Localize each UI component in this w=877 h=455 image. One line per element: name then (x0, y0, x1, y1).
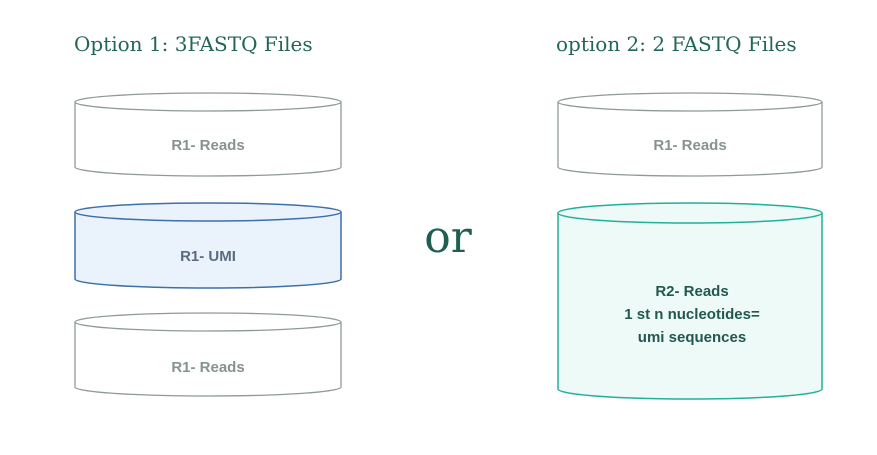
option2-file2-line1: R2- Reads (655, 283, 728, 300)
cylinder-body (557, 213, 823, 400)
cylinder-top (74, 92, 342, 112)
option2-file2-line2: 1 st n nucleotides= (624, 306, 760, 323)
option1-file1-cylinder: R1- Reads (74, 92, 342, 177)
option2-heading: option 2: 2 FASTQ Files (556, 32, 797, 56)
option1-file2-cylinder: R1- UMI (74, 202, 342, 289)
cylinder-body (557, 102, 823, 177)
cylinder-body (74, 102, 342, 177)
option2-file2-line3: umi sequences (638, 329, 746, 346)
option2-file1-label: R1- Reads (653, 137, 726, 154)
cylinder-top (557, 202, 823, 224)
option1-file1-label: R1- Reads (171, 137, 244, 154)
option2-file2-cylinder: R2- Reads 1 st n nucleotides= umi sequen… (557, 202, 823, 400)
cylinder-top (74, 312, 342, 332)
option2-file1-cylinder: R1- Reads (557, 92, 823, 177)
or-separator: or (424, 212, 472, 263)
cylinder-top (557, 92, 823, 112)
option1-heading: Option 1: 3FASTQ Files (74, 32, 313, 56)
option1-file3-label: R1- Reads (171, 359, 244, 376)
option1-file3-cylinder: R1- Reads (74, 312, 342, 397)
option1-file2-label: R1- UMI (180, 248, 236, 265)
cylinder-body (74, 212, 342, 289)
cylinder-body (74, 322, 342, 397)
cylinder-top (74, 202, 342, 222)
